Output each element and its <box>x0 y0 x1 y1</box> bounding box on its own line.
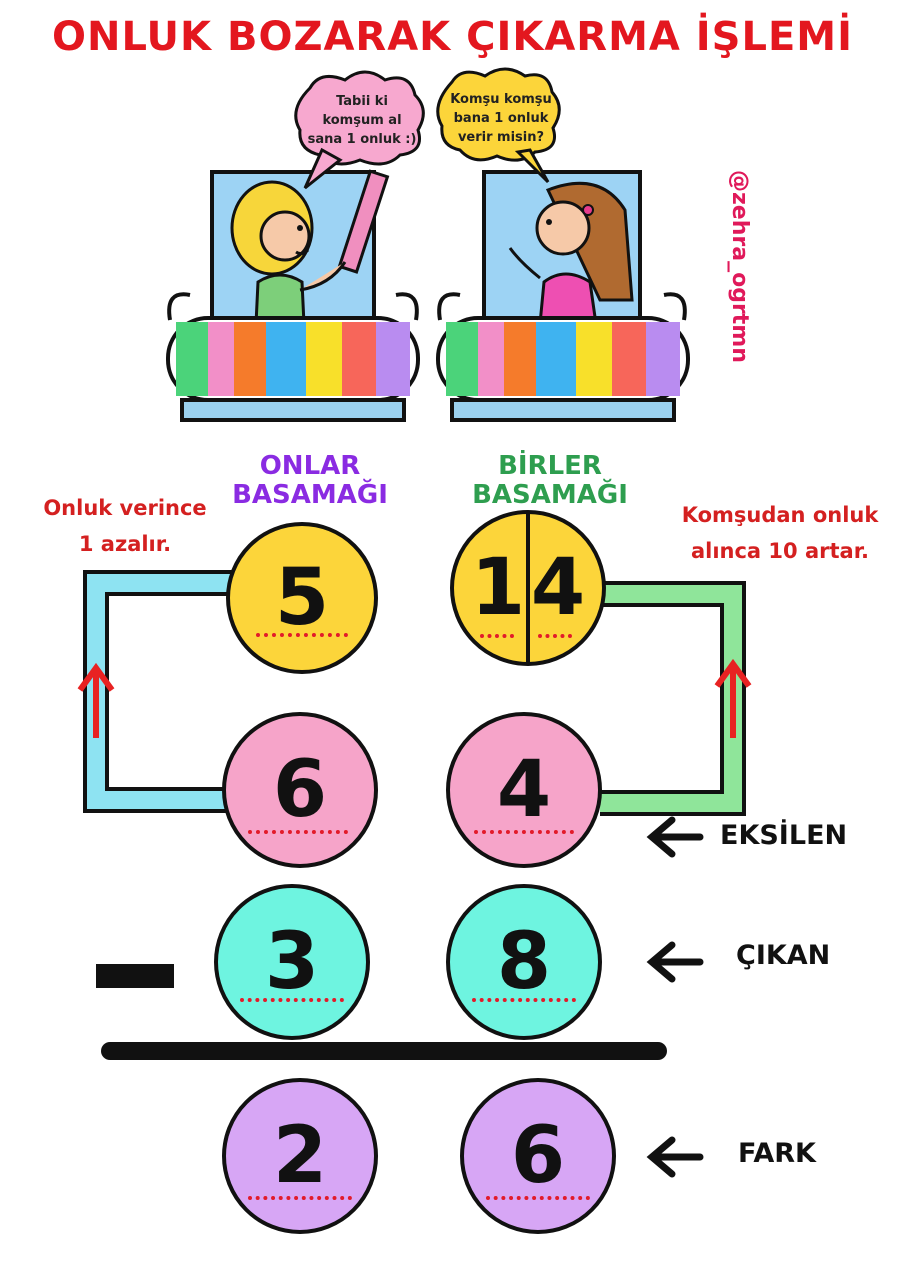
ones-subtrahend-digit: 8 <box>496 917 552 1007</box>
minus-operator: - <box>96 964 174 988</box>
tens-difference-circle: 2 <box>222 1078 378 1234</box>
ones-minuend-digit: 4 <box>496 745 552 835</box>
tens-minuend-digit: 6 <box>272 745 328 835</box>
right-note-line2: alınca 10 artar. <box>690 539 870 563</box>
arrow-eksilen-icon <box>646 816 704 858</box>
split-divider <box>526 513 530 663</box>
dotted-underline <box>240 998 344 1002</box>
ones-minuend-circle: 4 <box>446 712 602 868</box>
right-bubble-line: Komşu komşu <box>450 92 552 107</box>
left-note-line2: 1 azalır. <box>78 532 172 556</box>
dotted-underline <box>486 1196 590 1200</box>
right-bubble-line: verir misin? <box>457 130 545 145</box>
right-bubble-line: bana 1 onluk <box>453 111 549 126</box>
ones-subtrahend-circle: 8 <box>446 884 602 1040</box>
dotted-underline <box>538 634 572 638</box>
right-bubble-text: Komşu komşu bana 1 onluk verir misin? <box>446 90 556 147</box>
tens-subtrahend-circle: 3 <box>214 884 370 1040</box>
left-note-line1: Onluk verince <box>43 496 207 520</box>
right-balcony <box>436 170 690 422</box>
right-speech-bubble <box>436 67 561 184</box>
page-title: ONLUK BOZARAK ÇIKARMA İŞLEMİ <box>52 14 853 60</box>
tens-borrowed-circle: 5 <box>226 522 378 674</box>
tens-difference-digit: 2 <box>272 1111 328 1201</box>
tens-minuend-circle: 6 <box>222 712 378 868</box>
arrow-fark-icon <box>646 1136 704 1178</box>
ones-difference-circle: 6 <box>460 1078 616 1234</box>
dotted-underline <box>480 634 514 638</box>
dotted-underline <box>248 1196 352 1200</box>
left-balcony <box>166 169 420 422</box>
tens-borrowed-digit: 5 <box>274 553 330 643</box>
arrow-cikan-icon <box>646 941 704 983</box>
right-note: Komşudan onluk alınca 10 artar. <box>660 497 900 569</box>
author-handle: @zehra_ogrtmn <box>727 170 752 363</box>
left-note: Onluk verince 1 azalır. <box>20 490 230 562</box>
dotted-underline <box>248 830 348 834</box>
right-note-line1: Komşudan onluk <box>681 503 879 527</box>
tens-subtrahend-digit: 3 <box>264 917 320 1007</box>
ones-borrowed-tens-digit: 1 <box>470 543 526 633</box>
fark-label: FARK <box>738 1138 816 1169</box>
ones-borrowed-circle: 1 4 <box>450 510 606 666</box>
tens-heading-line1: ONLAR <box>259 451 361 481</box>
tens-heading-line2: BASAMAĞI <box>232 480 388 510</box>
ones-borrowed-units-digit: 4 <box>530 543 586 633</box>
ones-heading-line1: BİRLER <box>498 451 602 481</box>
right-borrow-path <box>600 581 752 816</box>
eksilen-label: EKSİLEN <box>720 820 848 851</box>
left-bubble-text: Tabii ki komşum al sana 1 onluk :) <box>305 92 419 149</box>
ones-heading-line2: BASAMAĞI <box>472 480 628 510</box>
dotted-underline <box>472 998 576 1002</box>
left-bubble-line: Tabii ki <box>336 94 388 109</box>
dotted-underline <box>256 633 348 637</box>
cikan-label: ÇIKAN <box>736 940 831 971</box>
left-speech-bubble <box>294 70 425 190</box>
ones-difference-digit: 6 <box>510 1111 566 1201</box>
tens-column-heading: ONLAR BASAMAĞI <box>215 452 405 510</box>
ones-column-heading: BİRLER BASAMAĞI <box>455 452 645 510</box>
left-bubble-line: sana 1 onluk :) <box>307 132 417 147</box>
left-borrow-path <box>77 570 232 813</box>
dotted-underline <box>474 830 574 834</box>
left-bubble-line: komşum al <box>322 113 402 128</box>
